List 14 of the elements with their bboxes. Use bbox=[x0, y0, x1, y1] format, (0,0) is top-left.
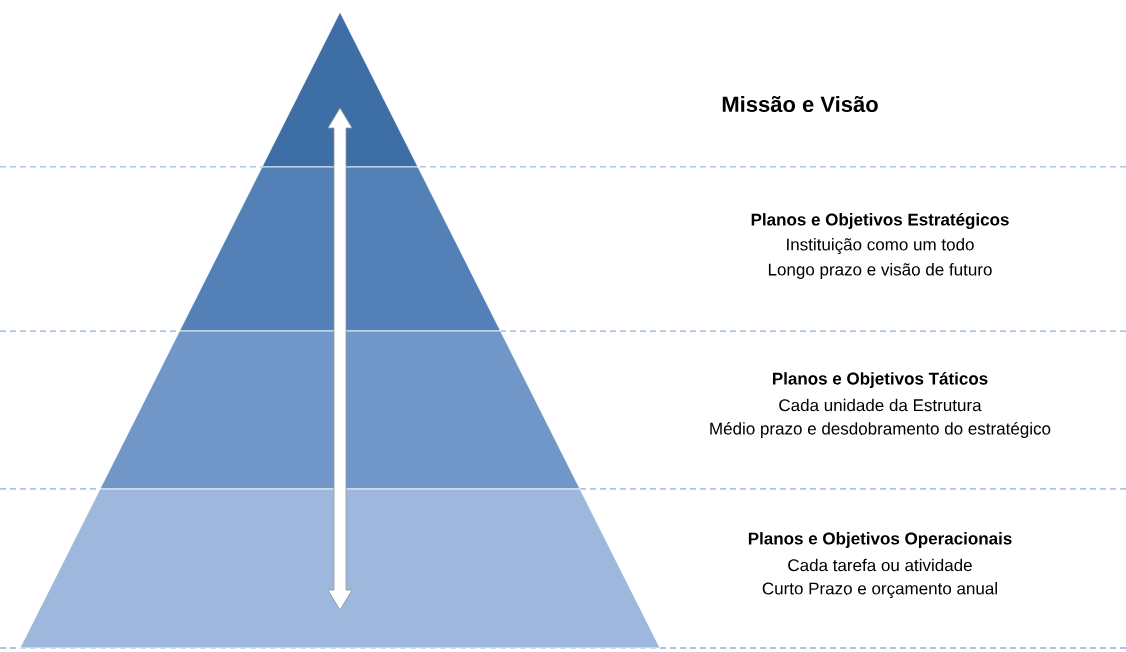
pyramid-level bbox=[99, 330, 581, 490]
level-description: Cada tarefa ou atividade bbox=[788, 558, 972, 572]
level-description: Instituição como um todo bbox=[787, 238, 974, 254]
level-heading: Planos e Objetivos Operacionais bbox=[748, 532, 1012, 548]
level-description: Curto Prazo e orçamento anual bbox=[762, 582, 997, 598]
level-heading: Missão e Visão bbox=[722, 95, 878, 113]
level-description: Cada unidade da Estrutura bbox=[779, 398, 982, 412]
pyramid-level bbox=[179, 166, 501, 332]
level-description: Longo prazo e visão de futuro bbox=[768, 263, 992, 279]
level-heading: Planos e Objetivos Táticos bbox=[773, 372, 988, 388]
pyramid-level bbox=[261, 11, 419, 168]
level-heading: Planos e Objetivos Estratégicos bbox=[751, 212, 1009, 230]
level-description: Médio prazo e desdobramento do estratégico bbox=[710, 421, 1051, 438]
pyramid-level bbox=[19, 488, 661, 649]
